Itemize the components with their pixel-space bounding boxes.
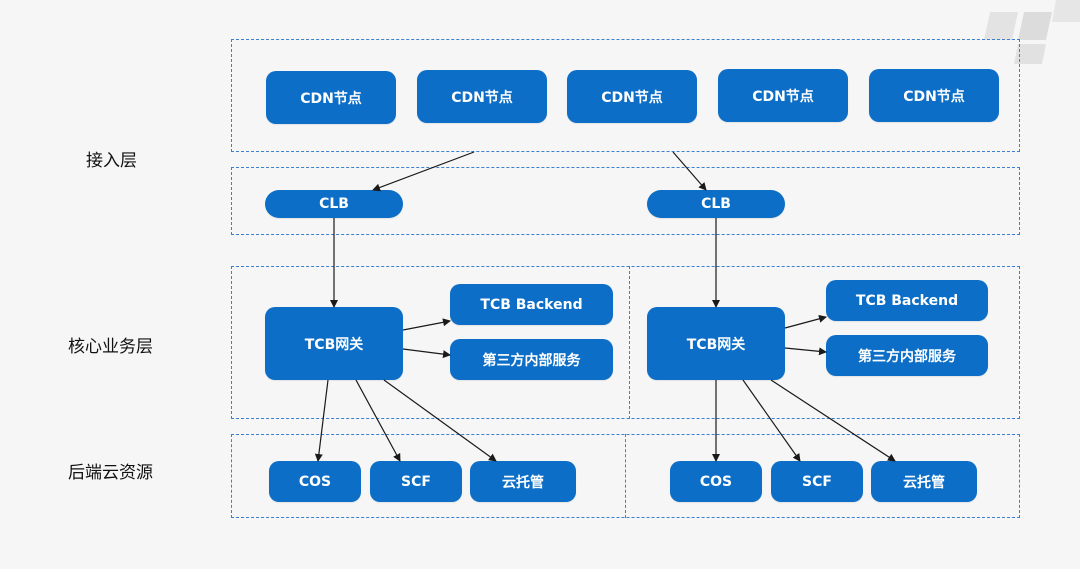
arrow-gateway-to-cloud-hosting-left: [383, 379, 497, 462]
clb-right[interactable]: CLB: [647, 190, 785, 218]
arrow-cdn-to-clb-right: [672, 151, 707, 191]
cdn-node-5[interactable]: CDN节点: [869, 69, 999, 122]
cdn-node-4[interactable]: CDN节点: [718, 69, 848, 122]
arrow-gateway-to-backend-right: [784, 314, 827, 329]
clb-left[interactable]: CLB: [265, 190, 403, 218]
tcb-gateway-left[interactable]: TCB网关: [265, 307, 403, 380]
third-party-service-right[interactable]: 第三方内部服务: [826, 335, 988, 376]
clb-zone: [231, 167, 1020, 235]
scf-left[interactable]: SCF: [370, 461, 462, 502]
corner-logo-icon: [984, 0, 1080, 64]
tcb-backend-left[interactable]: TCB Backend: [450, 284, 613, 325]
core-layer-label: 核心业务层: [68, 337, 153, 357]
backend-zone-divider: [625, 434, 626, 518]
cdn-node-1[interactable]: CDN节点: [266, 71, 396, 124]
scf-right[interactable]: SCF: [771, 461, 863, 502]
cdn-zone: [231, 39, 1020, 152]
cdn-node-2[interactable]: CDN节点: [417, 70, 547, 123]
cos-right[interactable]: COS: [670, 461, 762, 502]
access-layer-label: 接入层: [86, 151, 137, 171]
arrow-gateway-to-backend-left: [402, 318, 451, 331]
arrow-cdn-to-clb-left: [372, 151, 475, 192]
tcb-backend-right[interactable]: TCB Backend: [826, 280, 988, 321]
cos-left[interactable]: COS: [269, 461, 361, 502]
cdn-node-3[interactable]: CDN节点: [567, 70, 697, 123]
arrow-gateway-to-scf-right: [742, 379, 801, 462]
cloud-hosting-right[interactable]: 云托管: [871, 461, 977, 502]
arrow-gateway-to-scf-left: [355, 379, 401, 462]
arrow-gateway-to-cloud-hosting-right: [770, 379, 896, 462]
arrow-gateway-to-third-party-left: [402, 348, 451, 359]
arrow-gateway-to-cos-left: [314, 379, 329, 462]
cloud-hosting-left[interactable]: 云托管: [470, 461, 576, 502]
core-zone-divider: [629, 266, 630, 419]
core-zone: [231, 266, 1020, 419]
backend-layer-label: 后端云资源: [68, 463, 153, 483]
third-party-service-left[interactable]: 第三方内部服务: [450, 339, 613, 380]
arrow-gateway-to-third-party-right: [784, 347, 827, 356]
tcb-gateway-right[interactable]: TCB网关: [647, 307, 785, 380]
